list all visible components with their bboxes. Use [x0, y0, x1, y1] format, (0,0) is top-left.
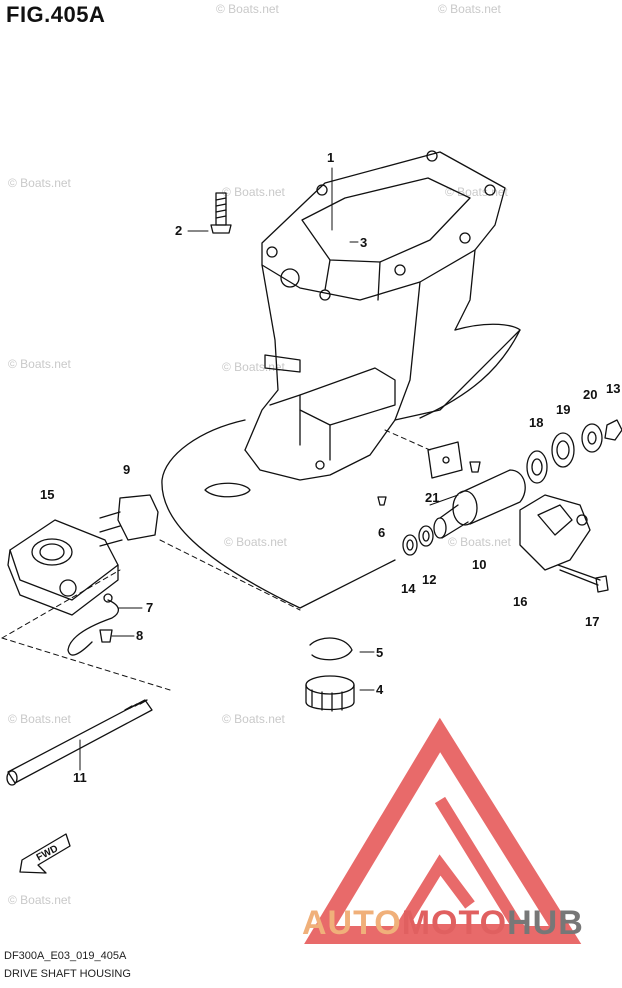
callout-label: 11: [73, 770, 87, 785]
nut: [305, 675, 355, 712]
callout-label: 3: [360, 235, 368, 250]
drive-shaft-housing: [161, 150, 521, 609]
bracket: [519, 494, 591, 571]
callout-label: 2: [175, 223, 183, 238]
diagram-code: DF300A_E03_019_405A: [4, 950, 127, 962]
watermark: © Boats.net: [222, 185, 285, 199]
callout-label: 13: [606, 381, 621, 396]
callout-label: 15: [40, 487, 55, 502]
bolt: [210, 192, 232, 234]
watermark: © Boats.net: [448, 535, 511, 549]
callout-label: 20: [583, 387, 598, 402]
callout-label: 10: [472, 557, 487, 572]
callout-label: 19: [556, 402, 571, 417]
callout-label: 18: [529, 415, 544, 430]
watermark: © Boats.net: [8, 712, 71, 726]
callout-label: 1: [327, 150, 335, 165]
callout-label: 4: [376, 682, 384, 697]
watermark: © Boats.net: [216, 2, 279, 16]
callout-label: 7: [146, 600, 154, 615]
bushing: [433, 469, 526, 539]
callout-label: 8: [136, 628, 144, 643]
callout-label: 21: [425, 490, 440, 505]
callout-label: 5: [376, 645, 384, 660]
watermark: © Boats.net: [8, 357, 71, 371]
brand-logo: AUTOMOTOHUB: [302, 904, 584, 943]
callout-label: 17: [585, 614, 600, 629]
watermark: © Boats.net: [224, 535, 287, 549]
brand-part: MOTO: [401, 904, 508, 942]
logo-triangle: [304, 717, 582, 944]
watermark: © Boats.net: [445, 185, 508, 199]
callout-label: 12: [422, 572, 437, 587]
callout-label: 16: [513, 594, 528, 609]
watermark: © Boats.net: [8, 176, 71, 190]
clamp: [7, 519, 119, 616]
watermark: © Boats.net: [222, 712, 285, 726]
fwd-arrow: [19, 833, 71, 874]
brand-part: AUTO: [302, 904, 402, 942]
callout-label: 14: [401, 581, 416, 596]
diagram-caption: DRIVE SHAFT HOUSING: [4, 968, 131, 980]
brand-part: HUB: [507, 904, 584, 942]
callout-label: 6: [378, 525, 386, 540]
watermark: © Boats.net: [438, 2, 501, 16]
callout-label: 9: [123, 462, 131, 477]
drive-shaft: [6, 699, 153, 786]
figure-title: FIG.405A: [6, 2, 106, 27]
watermark: © Boats.net: [222, 360, 285, 374]
watermark: © Boats.net: [8, 893, 71, 907]
